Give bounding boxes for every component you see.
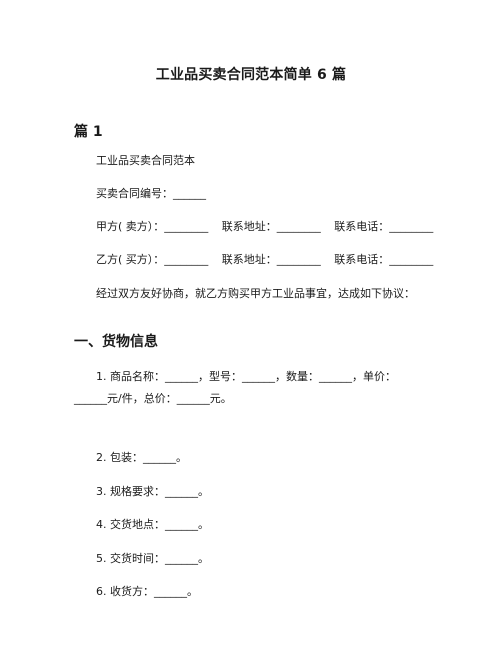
list-item: 2. 包装：______。 [96, 451, 187, 464]
party-b-phone: 联系电话：________ [334, 253, 434, 266]
list-item: 4. 交货地点：______。 [96, 518, 209, 531]
intro-paragraph: 经过双方友好协商，就乙方购买甲方工业品事宜，达成如下协议： [96, 287, 415, 300]
party-a-name: 甲方( 卖方）：________ [96, 220, 209, 233]
document-title: 工业品买卖合同范本简单 6 篇 [155, 67, 347, 83]
list-item: 5. 交货时间：______。 [96, 552, 209, 565]
contract-number: 买卖合同编号：______ [96, 187, 206, 200]
list-item: 3. 规格要求：______。 [96, 485, 209, 498]
contract-title: 工业品买卖合同范本 [96, 154, 195, 167]
party-a-row: 甲方( 卖方）：________ 联系地址：________ 联系电话：____… [96, 216, 456, 238]
party-a-address: 联系地址：________ [221, 220, 321, 233]
section1-heading: 一、货物信息 [74, 334, 158, 350]
list-item: 6. 收货方：______。 [96, 585, 198, 598]
party-a-phone: 联系电话：________ [334, 220, 434, 233]
list-item: 1. 商品名称：______，型号：______，数量：______，单价：__… [74, 370, 396, 405]
party-b-row: 乙方( 买方）：________ 联系地址：________ 联系电话：____… [96, 249, 456, 271]
party-b-name: 乙方( 买方）：________ [96, 253, 209, 266]
party-b-address: 联系地址：________ [221, 253, 321, 266]
chapter-heading: 篇 1 [74, 124, 103, 140]
